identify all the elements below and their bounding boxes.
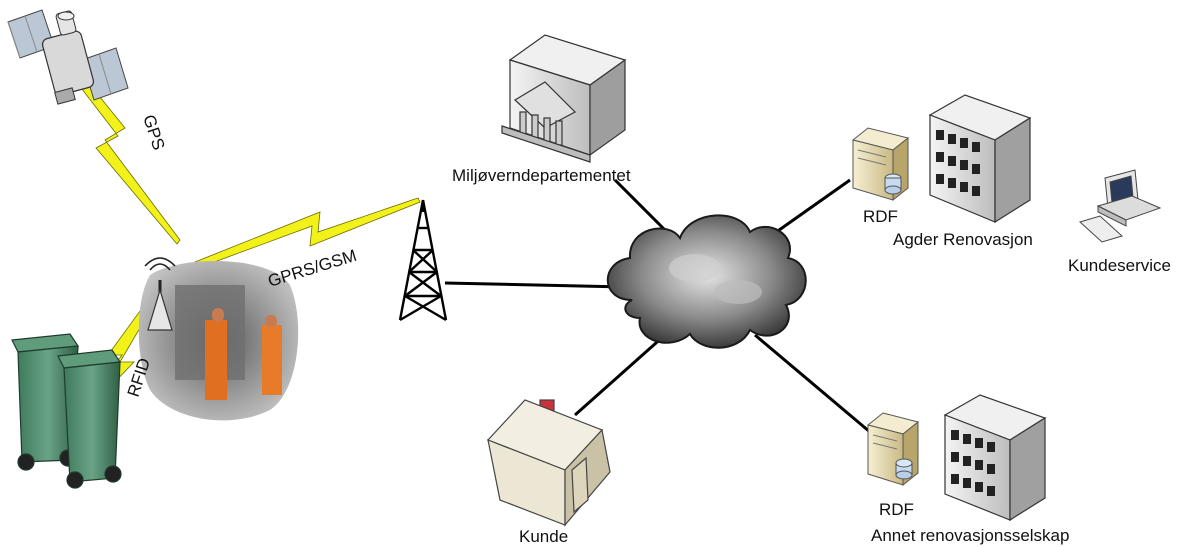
garbage-bin-icon bbox=[57, 349, 122, 489]
link-tower bbox=[444, 281, 626, 289]
server-icon bbox=[851, 127, 910, 202]
ministry-building-icon bbox=[501, 34, 627, 163]
server-icon bbox=[866, 412, 920, 487]
kundeservice-label: Kundeservice bbox=[1068, 256, 1172, 275]
cloud-icon bbox=[606, 214, 807, 349]
agder-label: Agder Renovasjon bbox=[893, 230, 1033, 249]
link-kunde bbox=[574, 333, 666, 417]
ministry-label: Miljøverndepartementet bbox=[452, 166, 631, 185]
rdf-bottom-label: RDF bbox=[879, 500, 914, 519]
gprs-gsm-label: GPRS/GSM bbox=[266, 246, 359, 291]
kunde-label: Kunde bbox=[519, 527, 569, 546]
gps-lightning bbox=[71, 69, 181, 245]
annet-label: Annet renovasjonsselskap bbox=[871, 526, 1070, 545]
office-building-icon bbox=[928, 94, 1032, 224]
garbage-truck-photo bbox=[138, 257, 299, 421]
satellite-icon bbox=[7, 9, 129, 105]
gprs-lightning bbox=[194, 197, 421, 269]
computer-icon bbox=[1079, 169, 1162, 243]
link-annet bbox=[754, 333, 871, 434]
radio-tower-icon bbox=[398, 199, 448, 322]
gps-label: GPS bbox=[139, 112, 168, 152]
house-icon bbox=[486, 399, 611, 527]
rdf-top-label: RDF bbox=[863, 207, 898, 226]
office-building-icon bbox=[943, 394, 1047, 522]
garbage-bin-icon bbox=[11, 333, 80, 471]
